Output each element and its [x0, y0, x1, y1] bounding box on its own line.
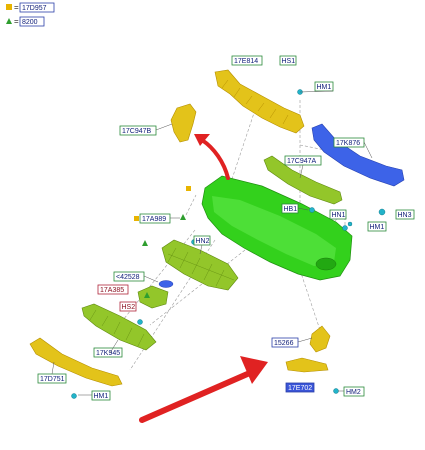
bumper-cover-shading: [212, 196, 336, 266]
green-triangle-marker: [142, 240, 148, 246]
red-arrow-small: [200, 138, 230, 180]
yellow-square-marker: [134, 216, 139, 221]
legend-triangle-icon: [6, 18, 12, 24]
fastener-icon: [378, 208, 386, 216]
label-box: [279, 55, 297, 66]
label-HN2: HN2: [196, 238, 210, 245]
label-HM1-bottom: HM1: [94, 393, 109, 400]
green-triangle-marker: [144, 292, 150, 298]
legend-eq-1: =: [14, 3, 19, 12]
label-42528: <42528: [116, 274, 140, 281]
legend-code-box-1: [19, 2, 55, 13]
label-HN3: HN3: [398, 212, 412, 219]
sensor-bracket-part: [137, 285, 169, 309]
label-box: [231, 55, 263, 66]
label-box: [271, 337, 299, 348]
fastener-icon: [333, 388, 339, 394]
red-arrow-small-head: [194, 134, 210, 146]
fastener-icon: [342, 225, 348, 231]
bottom-grille-part: [81, 303, 157, 351]
label-17A989: 17A989: [142, 216, 166, 223]
label-box: [395, 209, 415, 220]
red-arrow-large-head: [240, 356, 268, 384]
legend-code-2: 8200: [22, 19, 38, 26]
legend-markers: [134, 186, 191, 298]
emblem-part: [158, 280, 174, 288]
label-box: [93, 347, 123, 358]
green-triangle-marker: [180, 214, 186, 220]
label-17E814: 17E814: [234, 58, 258, 65]
fog-light-opening: [315, 257, 337, 271]
label-17E702: 17E702: [288, 385, 312, 392]
label-connectors: [51, 90, 373, 396]
legend: = 17D957 = 8200: [6, 2, 55, 27]
lower-grille-mesh: [167, 247, 235, 287]
label-HS2: HS2: [122, 304, 136, 311]
label-box: [91, 390, 111, 401]
upper-bracket-part: [214, 69, 305, 134]
label-box: [119, 301, 137, 312]
label-HB1: HB1: [284, 206, 298, 213]
label-box: [281, 203, 299, 214]
bottom-grille-mesh: [89, 309, 145, 347]
label-HM1-right: HM1: [370, 224, 385, 231]
label-HN1: HN1: [332, 212, 346, 219]
label-17K876: 17K876: [336, 140, 360, 147]
upper-bracket-ribs: [221, 79, 289, 125]
label-box: [119, 125, 157, 136]
label-HS1: HS1: [282, 58, 296, 65]
label-17C947A: 17C947A: [287, 158, 317, 165]
reinforcement-beam-part: [311, 123, 405, 187]
label-15266: 15266: [274, 340, 294, 347]
legend-code-box-2: [19, 16, 45, 27]
label-box: [285, 382, 315, 393]
label-HM2: HM2: [346, 389, 361, 396]
label-box: [329, 209, 347, 220]
legend-code-1: 17D957: [22, 5, 47, 12]
label-HM1-top: HM1: [317, 84, 332, 91]
label-box: [367, 221, 387, 232]
lower-grille-part: [161, 239, 239, 291]
yellow-square-marker: [186, 186, 191, 191]
label-box: [343, 386, 365, 397]
label-box: [113, 271, 145, 282]
part-labels: 17E814 HS1 HM1 17C947B 17K876 17C947A HB…: [37, 55, 415, 401]
lower-spoiler-part: [29, 337, 123, 387]
right-lower-trim-part: [285, 357, 329, 373]
fastener-icon: [71, 393, 77, 399]
label-box: [97, 284, 129, 295]
fastener-icon: [347, 221, 353, 227]
label-17D751: 17D751: [40, 376, 65, 383]
legend-eq-2: =: [14, 17, 19, 26]
label-17C947B: 17C947B: [122, 128, 152, 135]
label-box: [139, 213, 171, 224]
fastener-icon: [137, 319, 143, 325]
legend-square-icon: [6, 4, 12, 10]
left-bracket-part: [170, 103, 197, 143]
right-trim-part: [309, 325, 331, 353]
label-17A385: 17A385: [100, 287, 124, 294]
fastener-icon: [309, 207, 315, 213]
red-arrow-large: [139, 369, 255, 423]
label-box: [314, 81, 334, 92]
label-17K945: 17K945: [96, 350, 120, 357]
